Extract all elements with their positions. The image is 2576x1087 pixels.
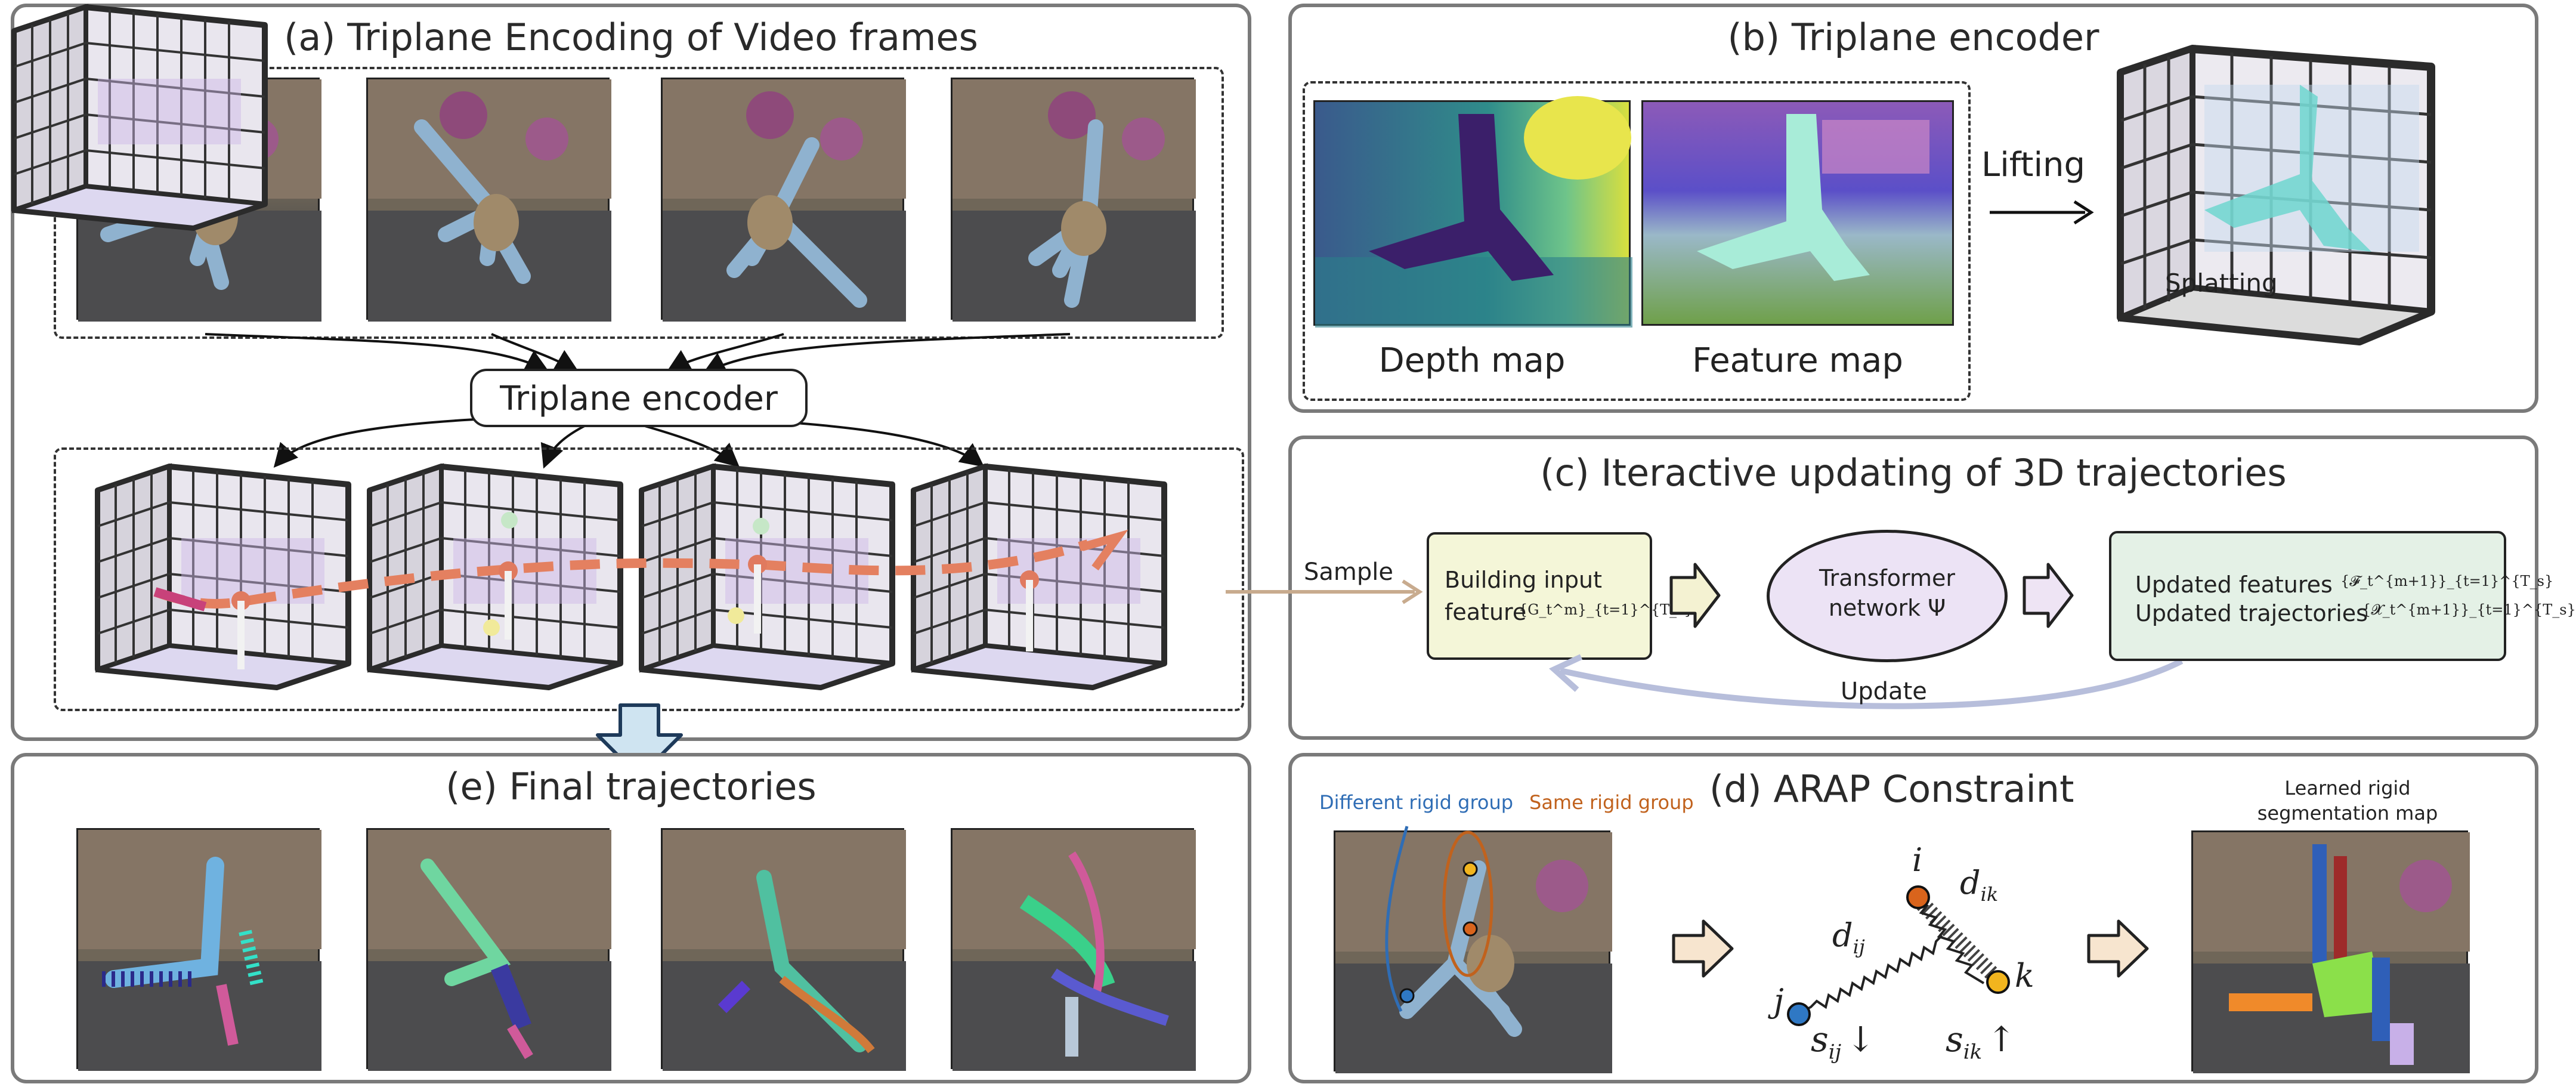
panel-a-title: (a) Triplane Encoding of Video frames — [284, 16, 978, 59]
updated-output-box: Updated features {𝓕_t^{m+1}}_{t=1}^{T_s}… — [2109, 531, 2576, 661]
transformer-line2: network Ψ — [1828, 595, 1946, 621]
video-frame-2 — [366, 78, 611, 322]
s-ij-arrow: ↓ — [1846, 1019, 1875, 1060]
trajectory-frame-1 — [76, 828, 321, 1071]
panel-e: (e) Final trajectories — [11, 753, 1251, 1083]
panel-b: (b) Triplane encoder Depth map Feature m… — [1288, 4, 2538, 413]
panel-c: (c) Iteractive updating of 3D trajectori… — [1288, 436, 2576, 740]
s-ij-main: s — [1811, 1019, 1829, 1060]
triplane-cubes — [11, 4, 1255, 745]
updated-trajectories-label: Updated trajectories — [2135, 600, 2368, 626]
building-input-box: Building input feature {G_t^m}_{t=1}^{T_… — [1427, 532, 1693, 660]
encoder-arrows — [205, 333, 1071, 469]
s-ik-label: sik↑ — [1946, 1019, 2016, 1064]
dancer-figure-icon — [1335, 826, 1612, 1073]
same-group-label: Same rigid group — [1529, 791, 1694, 814]
arap-arrows — [1672, 885, 2149, 1026]
updated-trajectories-math: {𝓧_t^{m+1}}_{t=1}^{T_s} — [2362, 601, 2576, 618]
depth-map-label: Depth map — [1378, 341, 1566, 380]
trajectory-overlay — [953, 830, 1196, 1071]
trajectory-frame-2 — [366, 828, 611, 1071]
trajectory-frame-3 — [661, 828, 906, 1071]
feature-map-label: Feature map — [1692, 341, 1903, 380]
s-ij-sub: ij — [1828, 1040, 1842, 1064]
s-ik-sub: ik — [1963, 1040, 1983, 1064]
seg-title-line1: Learned rigid — [2284, 777, 2411, 799]
d-ik-label: dik — [1960, 864, 1998, 906]
updated-features-math: {𝓕_t^{m+1}}_{t=1}^{T_s} — [2340, 573, 2554, 589]
maps-dashed-group — [1303, 81, 1971, 401]
d-ik-main: d — [1960, 864, 1981, 901]
panel-e-title: (e) Final trajectories — [446, 765, 817, 808]
panel-d: (d) ARAP Constraint Different rigid grou… — [1288, 753, 2538, 1083]
d-ij-main: d — [1832, 916, 1853, 954]
panel-c-title: (c) Iteractive updating of 3D trajectori… — [1540, 451, 2287, 495]
panel-b-title: (b) Triplane encoder — [1727, 16, 2099, 59]
video-frame-3 — [661, 78, 906, 322]
dancer-figure-icon — [953, 79, 1196, 322]
d-ij-sub: ij — [1853, 935, 1865, 958]
update-label: Update — [1841, 678, 1927, 705]
triplane-encoder-label: Triplane encoder — [500, 379, 778, 418]
segmentation-map-frame — [2191, 830, 2470, 1073]
d-ik-sub: ik — [1980, 882, 1999, 906]
dancer-figure-icon — [663, 79, 906, 322]
triplane-encoder-box: Triplane encoder — [470, 369, 808, 427]
node-k-label: k — [2015, 957, 2034, 995]
depth-map-image — [1313, 96, 1632, 328]
depth-silhouette — [1315, 96, 1632, 328]
lifting-arrow — [1990, 45, 2435, 345]
different-group-label: Different rigid group — [1319, 791, 1514, 814]
panel-d-title: (d) ARAP Constraint — [1709, 767, 2074, 811]
sample-label: Sample — [1304, 558, 1393, 586]
building-input-line2: feature — [1445, 599, 1527, 625]
panel-a: (a) Triplane Encoding of Video frames — [11, 4, 1251, 779]
s-ij-label: sij↓ — [1811, 1019, 1875, 1064]
panel-c-arrows — [1549, 563, 2184, 709]
s-ik-arrow: ↑ — [1987, 1019, 2016, 1060]
feature-silhouette — [1697, 114, 1929, 281]
trajectory-frame-4 — [951, 828, 1196, 1071]
lifting-label: Lifting — [1981, 146, 2086, 184]
building-input-line1: Building input — [1445, 567, 1602, 593]
segmentation-map-image — [2193, 832, 2470, 1073]
trajectory-overlay — [368, 830, 611, 1071]
down-arrow-icon — [596, 703, 683, 779]
building-input-math: {G_t^m}_{t=1}^{T_s} — [1519, 601, 1693, 618]
dancer-figure-icon — [368, 79, 611, 322]
updated-features-label: Updated features — [2135, 572, 2333, 598]
node-i-label: i — [1912, 841, 1923, 879]
video-frame-4 — [951, 78, 1196, 322]
trajectory-overlay — [78, 830, 321, 1071]
transformer-line1: Transformer — [1819, 565, 1956, 591]
trajectory-overlay — [663, 830, 906, 1071]
d-ij-label: dij — [1832, 916, 1865, 958]
feature-map-image — [1641, 100, 1954, 326]
node-j-label: j — [1774, 982, 1784, 1020]
transformer-ellipse: Transformer network Ψ — [1767, 530, 2008, 662]
seg-title-line2: segmentation map — [2257, 802, 2438, 824]
s-ik-main: s — [1946, 1019, 1963, 1060]
splatting-label: Splatting — [2165, 268, 2278, 298]
arap-input-frame — [1334, 826, 1612, 1073]
